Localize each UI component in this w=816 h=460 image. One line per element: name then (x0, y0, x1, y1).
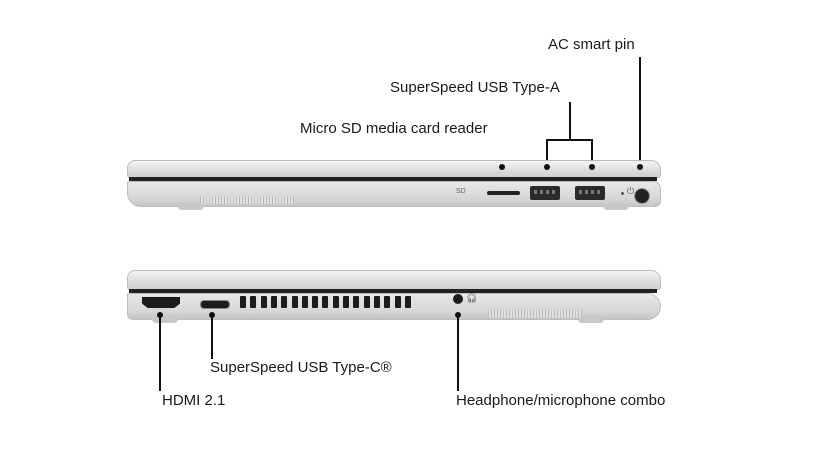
vent-slot (373, 296, 380, 308)
speaker-grille (200, 196, 294, 204)
ac-smart-pin-port (634, 188, 650, 204)
hdmi-label: HDMI 2.1 (162, 392, 226, 409)
ac-pin-leader-line (639, 57, 641, 167)
power-icon: ⏻ (627, 186, 635, 196)
vent-slot (301, 296, 308, 308)
foot (578, 319, 604, 323)
vent-slot (363, 296, 370, 308)
speaker-grille (488, 310, 582, 318)
usb-a-leader-right (591, 139, 593, 167)
usb-a-callout-dot (544, 164, 550, 170)
vent-slot (240, 296, 246, 308)
vent-slot (270, 296, 277, 308)
usb-type-c-label: SuperSpeed USB Type-C® (210, 359, 392, 376)
vent-slot (312, 296, 319, 308)
usb-a-port-2 (575, 186, 605, 200)
usb-a-leader-line (569, 102, 571, 140)
vent-slot (343, 296, 349, 308)
usb-c-port (200, 300, 230, 309)
foot (152, 319, 178, 323)
micro-sd-callout-dot (499, 164, 505, 170)
vent-slot (404, 296, 411, 308)
laptop-lid (127, 270, 661, 290)
usb-c-leader-line (211, 315, 213, 359)
vent-slot (250, 296, 257, 308)
hdmi-leader-line (159, 315, 161, 391)
vent-slot (291, 296, 298, 308)
foot (603, 206, 629, 210)
vent-slot (384, 296, 391, 308)
laptop-lid (127, 160, 661, 178)
usb-a-bracket (546, 139, 593, 141)
usb-type-a-label: SuperSpeed USB Type-A (390, 79, 560, 96)
headphone-leader-line (457, 315, 459, 391)
ac-smart-pin-label: AC smart pin (548, 36, 635, 53)
micro-sd-label: Micro SD media card reader (300, 120, 488, 137)
vent-slot (394, 296, 401, 308)
usb-a-port-1 (530, 186, 560, 200)
usb-a-callout-dot (589, 164, 595, 170)
headphone-jack (453, 294, 463, 304)
vent-slot (332, 296, 339, 308)
hinge-seam (129, 177, 657, 181)
ac-pin-callout-dot (637, 164, 643, 170)
micro-sd-slot (487, 191, 520, 195)
charging-led (621, 192, 624, 195)
hdmi-port (142, 297, 180, 308)
usb-a-leader-left (546, 139, 548, 167)
headphone-icon: 🎧︎ (466, 293, 478, 303)
headphone-label: Headphone/microphone combo (456, 392, 666, 409)
vent-slot (353, 296, 360, 308)
foot (178, 206, 204, 210)
vent-slot (260, 296, 267, 308)
vent-slot (322, 296, 329, 308)
sd-marking: SD (456, 188, 466, 195)
vent-slot (281, 296, 288, 308)
hinge-seam (129, 289, 657, 293)
